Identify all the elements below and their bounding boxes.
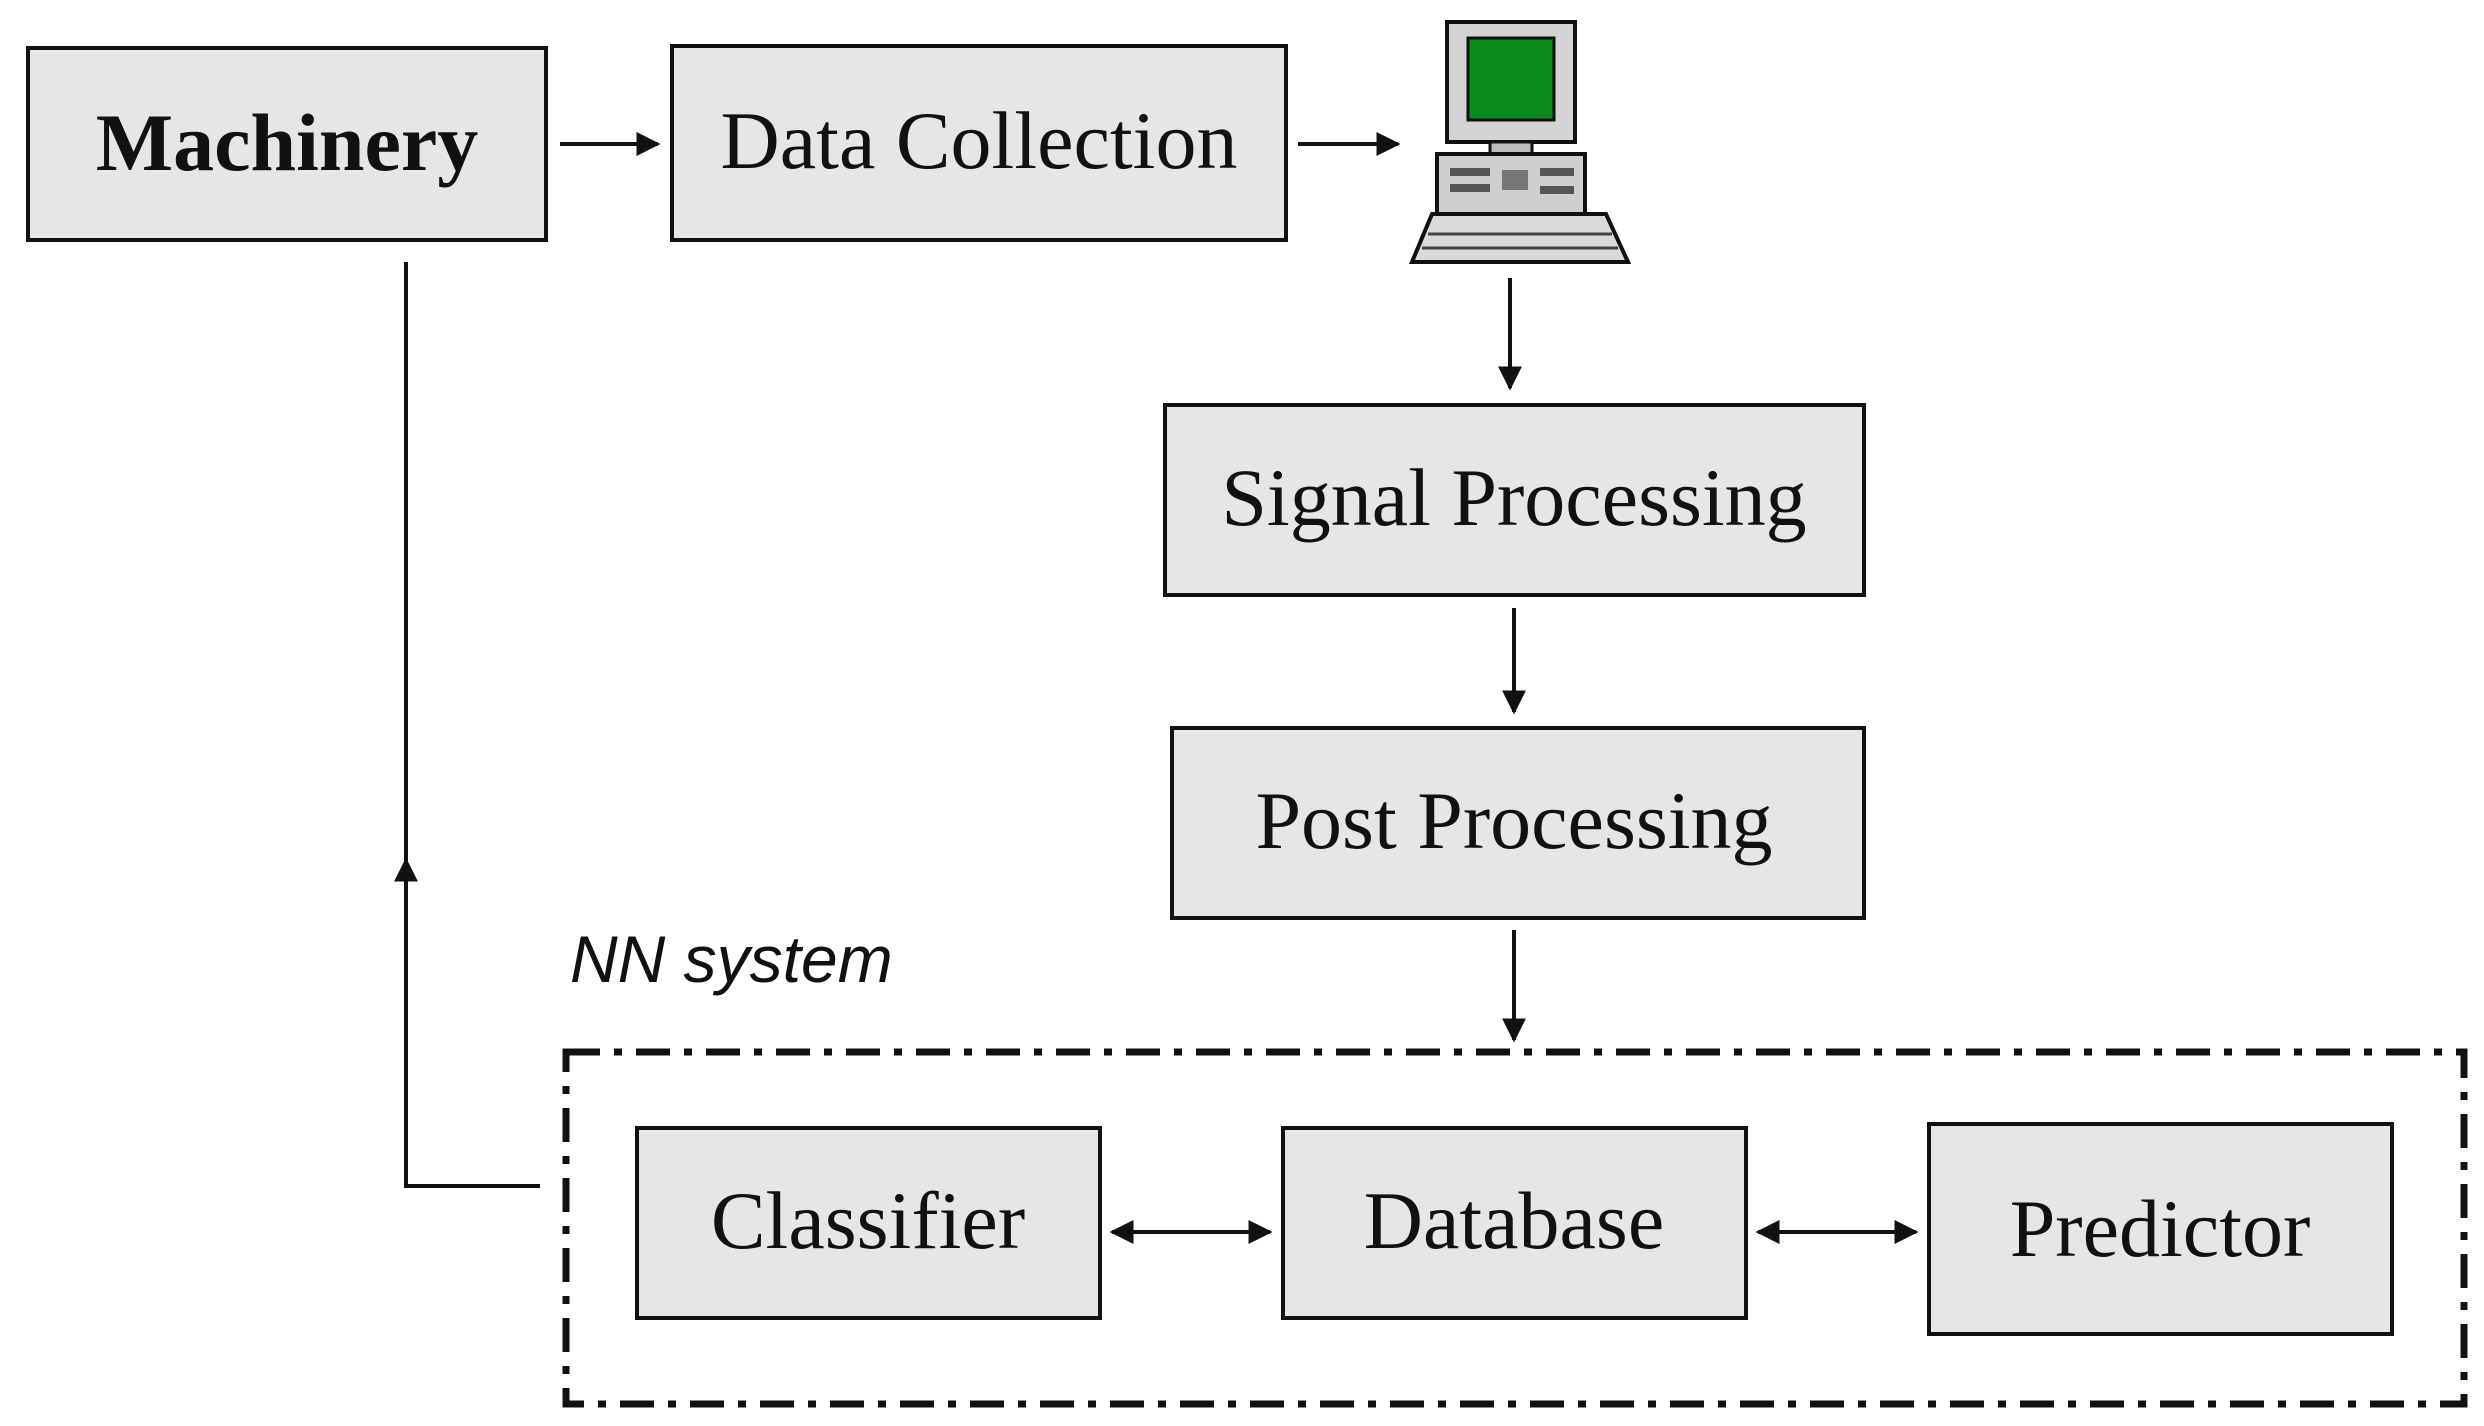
node-data-collection: Data Collection <box>670 44 1288 242</box>
group-label-nn-system: NN system <box>570 922 893 996</box>
group-frame-nn-system <box>562 1048 2468 1408</box>
node-database: Database <box>1281 1126 1748 1320</box>
node-post-processing: Post Processing <box>1170 726 1866 920</box>
node-signal-processing: Signal Processing <box>1163 403 1866 597</box>
node-database-label: Database <box>1364 1175 1665 1266</box>
node-predictor: Predictor <box>1927 1122 2394 1336</box>
computer-icon <box>1409 20 1632 264</box>
edge-feedback-line <box>404 262 540 1188</box>
node-predictor-label: Predictor <box>2010 1183 2311 1274</box>
node-classifier-label: Classifier <box>711 1175 1025 1266</box>
node-machinery-label: Machinery <box>96 97 479 188</box>
node-data-collection-label: Data Collection <box>721 95 1238 186</box>
node-machinery: Machinery <box>26 46 548 242</box>
node-classifier: Classifier <box>635 1126 1102 1320</box>
node-signal-processing-label: Signal Processing <box>1221 452 1806 543</box>
node-post-processing-label: Post Processing <box>1255 775 1772 866</box>
